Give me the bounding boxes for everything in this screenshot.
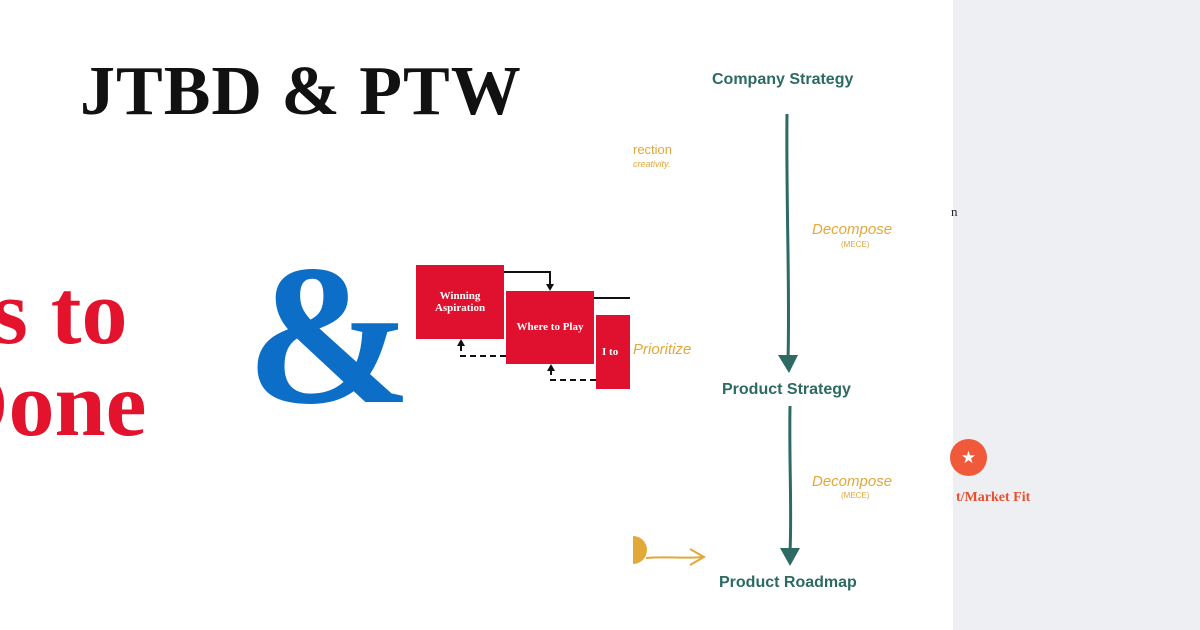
- ptw-feedback-head-2-1: [457, 339, 465, 346]
- star-icon: ★: [960, 447, 977, 467]
- flow-arrow-2: [788, 405, 793, 553]
- jtbd-fragment-line-2: Done: [0, 353, 147, 455]
- node-company-strategy: Company Strategy: [712, 71, 854, 88]
- jtbd-fragment-line-1: s to: [0, 261, 128, 363]
- orange-half-circle-icon: [633, 536, 647, 564]
- ptw-box-where-to-play: Where to Play: [506, 291, 594, 364]
- direction-fragment: rection: [633, 142, 673, 157]
- ampersand-symbol: &: [246, 225, 413, 446]
- right-panel-background: [953, 0, 1200, 630]
- main-title: JTBD & PTW: [80, 53, 522, 130]
- mece-note-1: (MECE): [841, 240, 870, 249]
- ptw-box-winning-aspiration: Winning Aspiration: [416, 265, 504, 339]
- ptw-box-cropped: I to: [596, 315, 630, 389]
- flow-arrow-1: [785, 113, 791, 361]
- creativity-fragment: creativity.: [633, 159, 671, 169]
- flow-arrowhead-2: [780, 548, 800, 566]
- prioritize-label: Prioritize: [633, 341, 692, 358]
- decompose-label-2: Decompose: [812, 473, 893, 490]
- orange-pointer-arrow: [645, 556, 704, 559]
- right-text-fragment: n: [951, 204, 958, 219]
- ptw-arrow-1-2: [504, 271, 551, 288]
- flow-arrowhead-1: [778, 355, 798, 373]
- orange-pointer-head: [689, 548, 707, 566]
- mece-note-2: (MECE): [841, 491, 870, 500]
- node-product-strategy: Product Strategy: [722, 381, 851, 398]
- ptw-feedback-2-1: [460, 342, 506, 357]
- decompose-label-1: Decompose: [812, 221, 893, 238]
- ptw-feedback-head-3-2: [547, 364, 555, 371]
- node-product-roadmap: Product Roadmap: [719, 574, 857, 591]
- ptw-feedback-3-2: [550, 367, 596, 381]
- ptw-arrowhead-1-2: [546, 284, 554, 291]
- star-badge: ★: [950, 439, 987, 476]
- product-market-fit-label: t/Market Fit: [956, 490, 1031, 505]
